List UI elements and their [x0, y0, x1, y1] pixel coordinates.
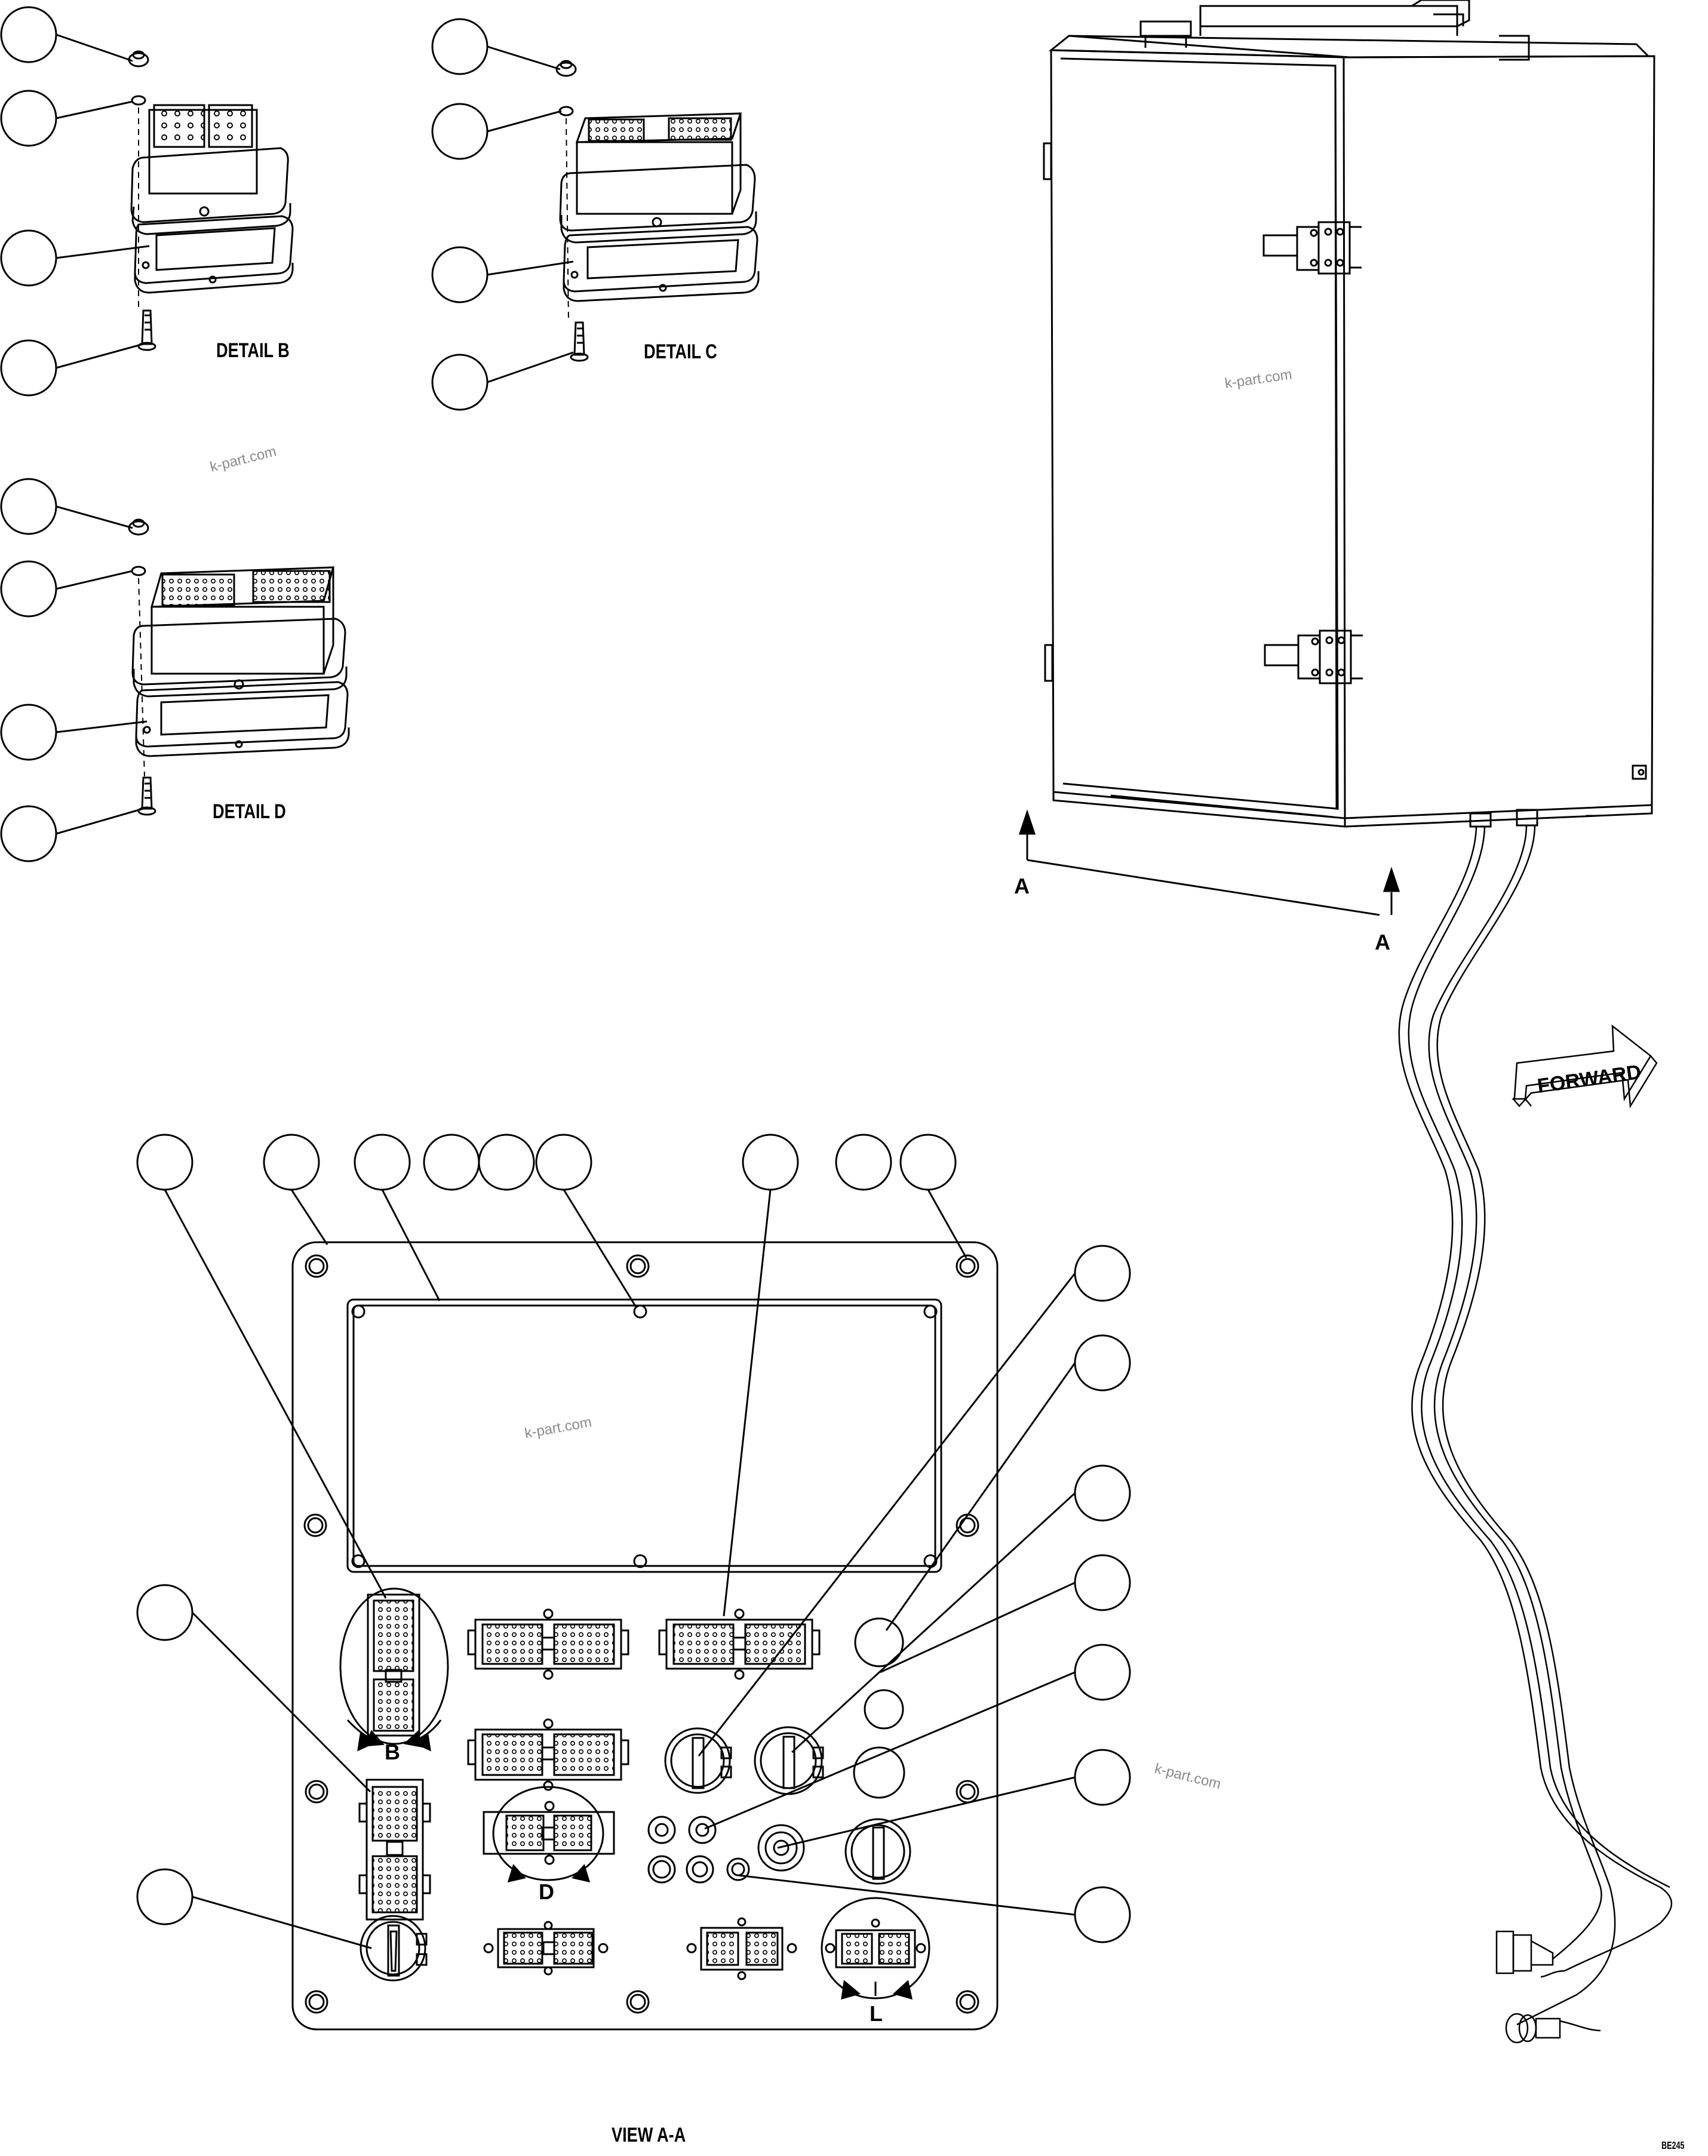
connector-mid-2: [467, 1718, 629, 1791]
section-arrow-label-right: A: [1375, 930, 1390, 954]
callout-balloon: [0, 229, 57, 287]
callout-balloon: [431, 246, 489, 303]
callout-balloon: [478, 1134, 535, 1191]
callout-balloon: [423, 1134, 480, 1191]
callout-balloon: [0, 478, 57, 535]
connector-b-letter: B: [385, 1740, 400, 1764]
callout-balloon: [0, 805, 57, 862]
callout-balloon: [1074, 1464, 1131, 1522]
callout-balloon: [0, 90, 57, 147]
callout-balloon: [1074, 1749, 1131, 1806]
rotary-switch-2: [664, 1727, 732, 1794]
callout-balloon: [1074, 1334, 1131, 1392]
callout-balloon: [354, 1134, 411, 1191]
callout-balloon: [0, 560, 57, 618]
enclosure-door: [1050, 49, 1346, 819]
callout-balloon: [136, 1134, 193, 1191]
callout-balloon: [263, 1134, 320, 1191]
callout-balloon: [431, 103, 489, 160]
callout-balloon: [0, 6, 57, 63]
forward-arrow: [1511, 1024, 1658, 1108]
detail-b-label: DETAIL B: [216, 339, 290, 362]
callout-balloon: [742, 1134, 799, 1191]
cover-plate: [346, 1298, 942, 1573]
view-a-a: [136, 1134, 1131, 2031]
connector-d: [483, 1786, 615, 1883]
wire-harness: [1398, 825, 1672, 2044]
rotary-switch-3: [754, 1726, 824, 1795]
connector-mid-3: [483, 1921, 609, 1976]
callout-balloon: [1074, 1644, 1131, 1701]
section-arrow-label-left: A: [1014, 874, 1030, 898]
watermark: k-part.com: [523, 1414, 592, 1442]
callout-balloon: [535, 1134, 592, 1191]
callout-balloon: [899, 1134, 957, 1191]
callout-balloon: [0, 339, 57, 397]
callout-balloon: [431, 354, 489, 411]
blank-plugs: [853, 1617, 905, 1799]
connector-d-letter: D: [539, 1879, 554, 1904]
rotary-switch-1: [360, 1915, 428, 1982]
callout-balloon: [431, 18, 489, 75]
watermark: k-part.com: [1224, 366, 1293, 392]
connector-l: [821, 1897, 930, 2000]
rotary-switch-4: [844, 1818, 911, 1885]
detail-c-group: [431, 18, 760, 411]
detail-d-group: [0, 478, 350, 862]
detail-d-label: DETAIL D: [213, 800, 286, 823]
detail-b-group: [0, 6, 294, 397]
section-line-a-a: [1018, 809, 1400, 916]
callout-balloon: [835, 1134, 892, 1191]
callout-balloon: [136, 1868, 193, 1925]
callout-balloon: [1074, 1245, 1131, 1302]
door-latch-upper: [1262, 221, 1362, 275]
figure-code: BE245: [1661, 2140, 1685, 2152]
callout-balloon: [1074, 1886, 1131, 1943]
base-plate: [291, 1241, 999, 2031]
connector-b: [339, 1587, 449, 1752]
indicator-group: [647, 1816, 805, 1884]
connector-left-mid: [358, 1779, 431, 1921]
callout-balloon: [1074, 1554, 1131, 1611]
connector-right-2: [686, 1917, 797, 1980]
detail-c-label: DETAIL C: [644, 340, 717, 363]
electrical-enclosure: [1043, 0, 1655, 828]
forward-label: FORWARD: [1536, 1061, 1643, 1098]
callout-balloon: [0, 704, 57, 761]
connector-right-1: [658, 1608, 821, 1680]
connector-l-letter: L: [870, 2001, 883, 2026]
callout-balloon: [136, 1584, 193, 1641]
door-latch-lower: [1264, 629, 1363, 684]
view-a-a-label: VIEW A-A: [612, 2123, 686, 2146]
connector-mid-1: [467, 1608, 629, 1680]
watermark: k-part.com: [1153, 1761, 1223, 1793]
watermark: k-part.com: [208, 443, 278, 475]
